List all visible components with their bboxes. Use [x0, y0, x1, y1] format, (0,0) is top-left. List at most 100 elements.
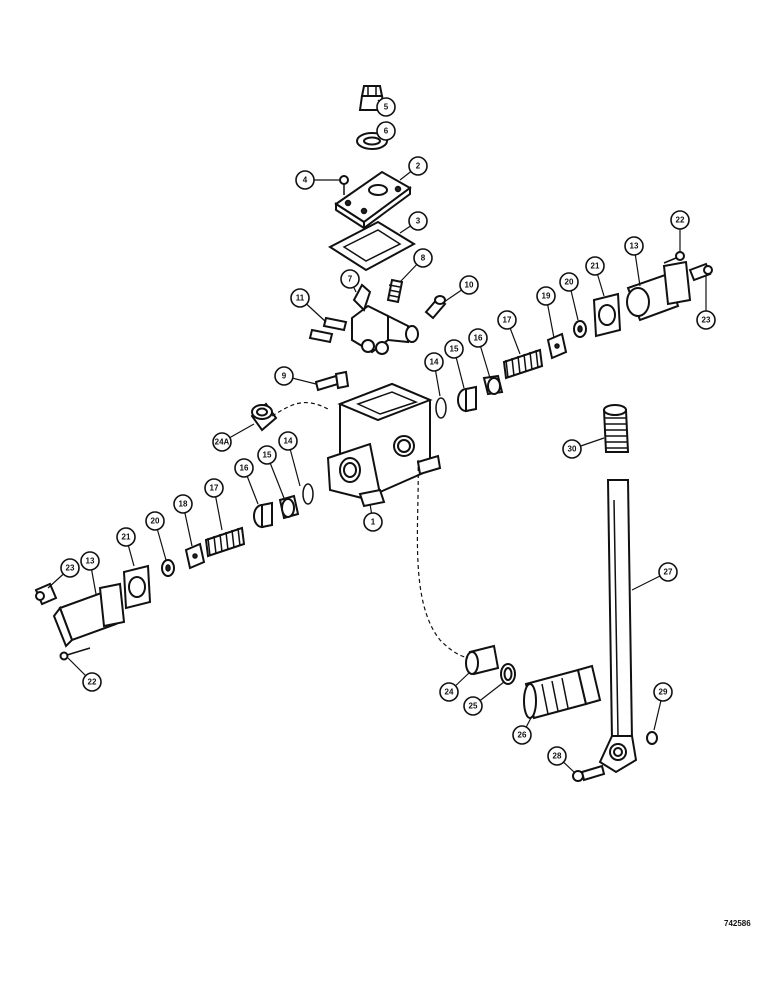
callout-circle: [363, 512, 383, 532]
callout-circle: [444, 339, 464, 359]
callout-label: 28: [553, 752, 562, 761]
callout-label: 25: [469, 702, 478, 711]
bolt-9-part: [314, 370, 350, 392]
callout-c6: 6: [376, 121, 396, 141]
assembly-path-24a: [271, 402, 331, 417]
callout-c15-right: 15: [444, 339, 465, 389]
callout-circle: [624, 236, 644, 256]
callout-circle: [278, 431, 298, 451]
cap-screw-part: [339, 175, 349, 195]
callout-c1: 1: [363, 503, 383, 532]
shift-lever-27-part: [598, 479, 638, 774]
hand-grip-30-part: [602, 404, 630, 453]
callout-circle: [274, 366, 294, 386]
valve-housing-part: [326, 382, 442, 508]
pin-11-lower-part: [308, 328, 334, 344]
callout-label: 15: [263, 451, 272, 460]
callout-circle: [497, 310, 517, 330]
callout-c2: 2: [399, 156, 428, 181]
callout-label: 7: [348, 275, 353, 284]
callout-c14-right: 14: [424, 352, 444, 397]
callout-c30: 30: [562, 437, 605, 459]
callout-c29: 29: [653, 682, 673, 731]
callout-circle: [408, 156, 428, 176]
callout-circle: [653, 682, 673, 702]
callout-c5-top: 5: [376, 97, 396, 117]
callout-label: 18: [179, 500, 188, 509]
gasket-21-left-part: [122, 564, 152, 610]
callout-circle: [80, 551, 100, 571]
callout-label: 23: [702, 316, 711, 325]
callout-label: 21: [591, 262, 600, 271]
callout-circle: [204, 478, 224, 498]
callout-circle: [340, 269, 360, 289]
callout-c4: 4: [295, 170, 340, 190]
callout-c13-right: 13: [624, 236, 644, 287]
spring-17-left-part: [204, 526, 246, 558]
callout-circle: [585, 256, 605, 276]
callout-circle: [173, 494, 193, 514]
callout-c11: 11: [290, 288, 327, 323]
callout-circle: [468, 328, 488, 348]
callout-circle: [658, 562, 678, 582]
callout-c17-left: 17: [204, 478, 224, 531]
bushing-24a-part: [250, 402, 278, 432]
washer-16-left-part: [253, 501, 273, 529]
cover-plate-part: [334, 170, 412, 230]
callout-label: 22: [676, 216, 685, 225]
callout-label: 10: [465, 281, 474, 290]
callout-label: 26: [518, 731, 527, 740]
callout-c21-left: 21: [116, 527, 136, 567]
callout-c28: 28: [547, 746, 575, 773]
bushing-24-part: [465, 644, 500, 676]
callout-c14-left: 14: [278, 431, 301, 487]
callout-label: 29: [659, 688, 668, 697]
callout-circle: [536, 286, 556, 306]
callout-circle: [82, 672, 102, 692]
seal-25-part: [500, 663, 516, 685]
callout-label: 14: [284, 437, 293, 446]
callout-label: 3: [416, 217, 421, 226]
callout-label: 27: [664, 568, 673, 577]
callout-c22-right: 22: [670, 210, 690, 252]
callout-c27: 27: [631, 562, 678, 591]
callout-circle: [547, 746, 567, 766]
fitting-23-left-part: [34, 582, 58, 606]
gasket-part: [328, 220, 417, 272]
callout-label: 8: [421, 254, 426, 263]
figure-id: 742586: [724, 919, 751, 928]
callout-circle: [376, 121, 396, 141]
snap-ring-14-right-part: [435, 397, 447, 419]
pin-11-upper-part: [322, 316, 348, 332]
callout-c20-left: 20: [145, 511, 167, 561]
callout-c25: 25: [463, 681, 505, 716]
callout-label: 30: [568, 445, 577, 454]
callout-circle: [295, 170, 315, 190]
callout-circle: [60, 558, 80, 578]
callout-c23-left: 23: [47, 558, 80, 589]
callout-c22-left: 22: [67, 657, 102, 692]
washer-20-left-part: [161, 559, 175, 577]
bolt-22-right-part: [663, 251, 685, 264]
callout-circle: [116, 527, 136, 547]
callout-label: 22: [88, 678, 97, 687]
callout-circle: [145, 511, 165, 531]
callout-c13-left: 13: [80, 551, 100, 595]
callout-c24: 24: [439, 671, 471, 702]
callout-label: 21: [122, 533, 131, 542]
pin-10-part: [424, 295, 447, 320]
callout-label: 1: [371, 518, 376, 527]
callout-label: 24A: [215, 438, 230, 447]
callout-c18-left: 18: [173, 494, 193, 547]
cap-13-right-part: [626, 260, 692, 322]
callout-label: 23: [66, 564, 75, 573]
callout-label: 13: [630, 242, 639, 251]
spring-17-right-part: [502, 348, 544, 380]
callout-label: 4: [303, 176, 308, 185]
callout-circle: [696, 310, 716, 330]
bolt-28-part: [572, 764, 606, 782]
callout-c24a: 24A: [212, 423, 255, 452]
splined-shaft-26-part: [523, 664, 602, 720]
callout-label: 17: [503, 316, 512, 325]
callout-c16-left: 16: [234, 458, 259, 505]
